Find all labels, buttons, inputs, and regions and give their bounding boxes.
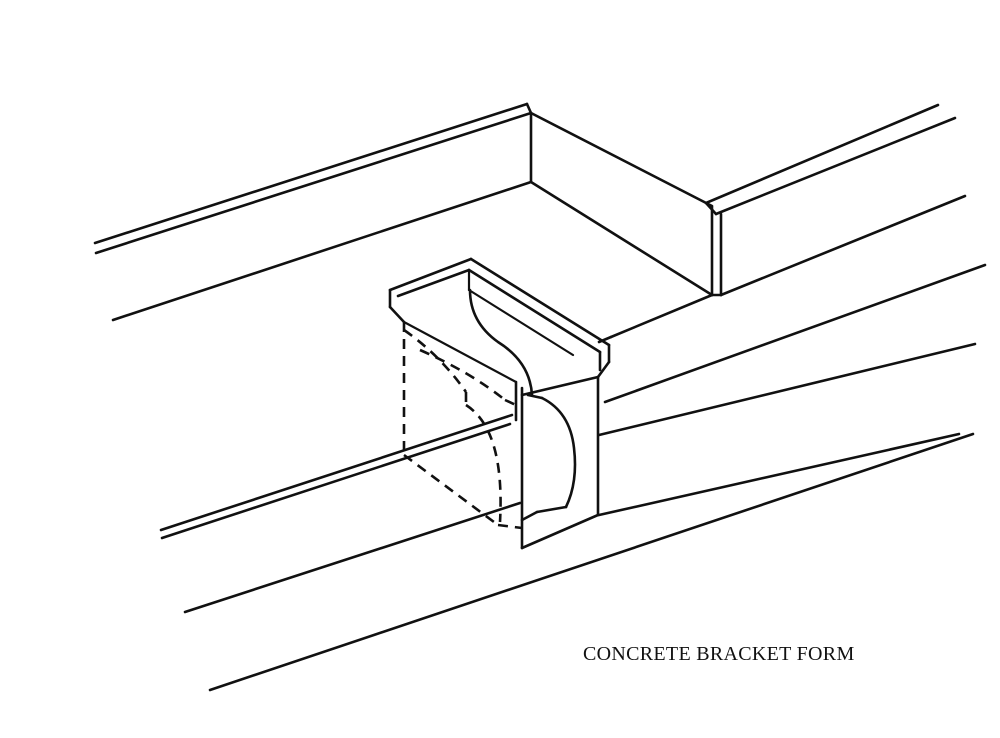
bracket-form xyxy=(388,257,611,550)
plank-lines xyxy=(159,263,987,692)
diagram-caption: CONCRETE BRACKET FORM xyxy=(583,643,855,665)
floor-step xyxy=(597,293,714,344)
right-wall xyxy=(704,103,967,297)
upper-wall xyxy=(93,102,714,322)
